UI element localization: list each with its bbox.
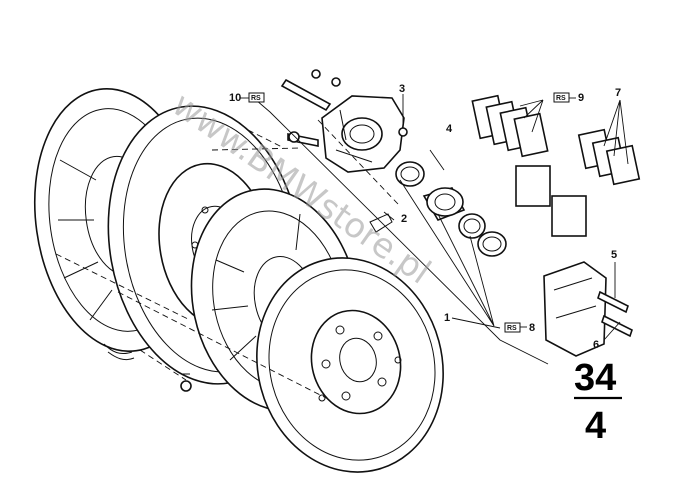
rs-tag-10: RS [240, 92, 265, 103]
group-number-top: 34 [574, 357, 616, 399]
piston [422, 187, 466, 221]
callout-9: 9 [578, 92, 584, 104]
svg-text:RS: RS [556, 95, 566, 102]
callout-7: 7 [615, 87, 621, 99]
callout-2: 2 [401, 213, 407, 225]
brake-pad-set [471, 94, 587, 237]
rs-tag-8: RS [504, 322, 527, 333]
svg-text:RS: RS [251, 95, 261, 102]
dust-boot [458, 213, 507, 257]
group-number: 34 4 [574, 357, 622, 447]
callout-4: 4 [446, 123, 453, 135]
group-number-bottom: 4 [585, 405, 606, 447]
callout-3: 3 [399, 83, 405, 95]
caliper-guide-pin [280, 69, 341, 147]
brake-caliper [321, 95, 405, 173]
svg-text:RS: RS [507, 325, 517, 332]
bleeder-screw [398, 94, 408, 137]
rs-tag-9: RS [553, 92, 576, 103]
brake-caliper-right [543, 261, 607, 357]
callout-8: 8 [529, 322, 535, 334]
callout-1: 1 [444, 312, 450, 324]
callout-5: 5 [611, 249, 617, 261]
callout-10: 10 [229, 92, 241, 104]
piston-seal-ring [395, 161, 425, 187]
brake-pad-shim-set [577, 128, 641, 186]
anti-rattle-spring [369, 213, 393, 233]
brake-disc-solid [256, 257, 444, 473]
mounting-bolt [180, 373, 192, 392]
retaining-clip [103, 343, 135, 361]
callout-6: 6 [593, 339, 599, 351]
